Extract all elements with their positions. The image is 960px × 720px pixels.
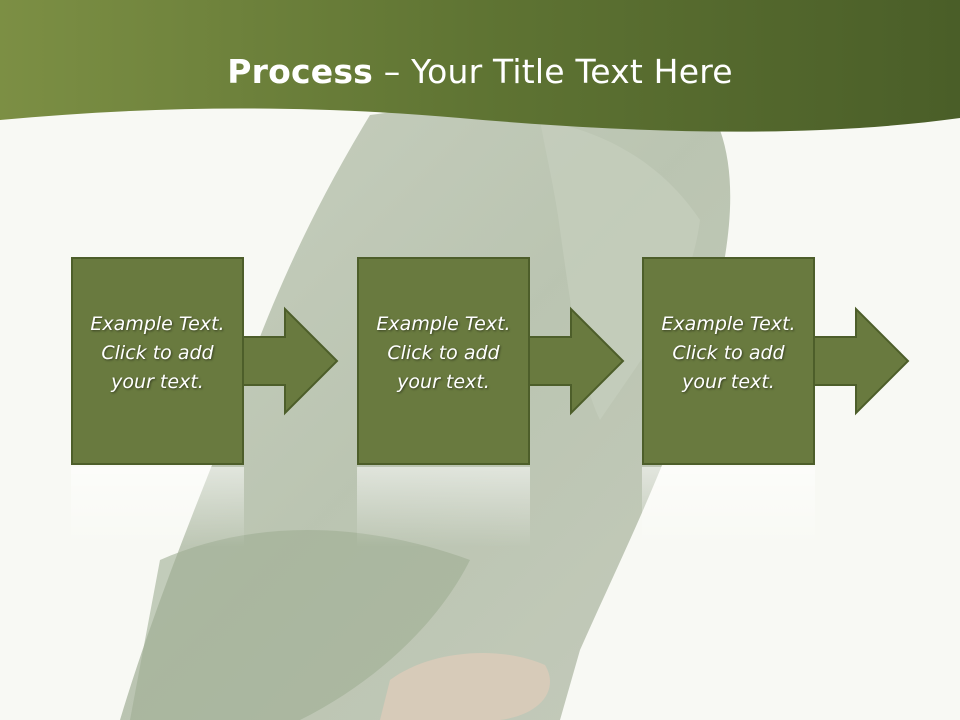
step-box — [357, 257, 530, 465]
step-text-line-1: Example Text. — [661, 313, 796, 335]
step-text: Example Text. Click to add your text. — [357, 310, 530, 397]
step-box — [642, 257, 815, 465]
step-text: Example Text. Click to add your text. — [71, 310, 244, 397]
step-text-line-2: Click to add — [101, 342, 214, 364]
step-text: Example Text. Click to add your text. — [642, 310, 815, 397]
step-reflection — [357, 467, 530, 547]
step-box — [71, 257, 244, 465]
title-rest: – Your Title Text Here — [373, 52, 733, 91]
arrow-shape — [526, 306, 625, 416]
step-text-line-1: Example Text. — [90, 313, 225, 335]
page-title: Process – Your Title Text Here — [0, 52, 960, 91]
step-text-line-2: Click to add — [387, 342, 500, 364]
step-reflection — [642, 467, 815, 547]
step-text-line-3: your text. — [397, 371, 490, 393]
arrow-shape — [811, 306, 910, 416]
step-text-line-2: Click to add — [672, 342, 785, 364]
title-bold: Process — [227, 52, 374, 91]
step-text-line-1: Example Text. — [376, 313, 511, 335]
step-text-line-3: your text. — [682, 371, 775, 393]
header-banner — [0, 0, 960, 132]
arrow-shape — [240, 306, 339, 416]
step-text-line-3: your text. — [111, 371, 204, 393]
step-reflection — [71, 467, 244, 547]
